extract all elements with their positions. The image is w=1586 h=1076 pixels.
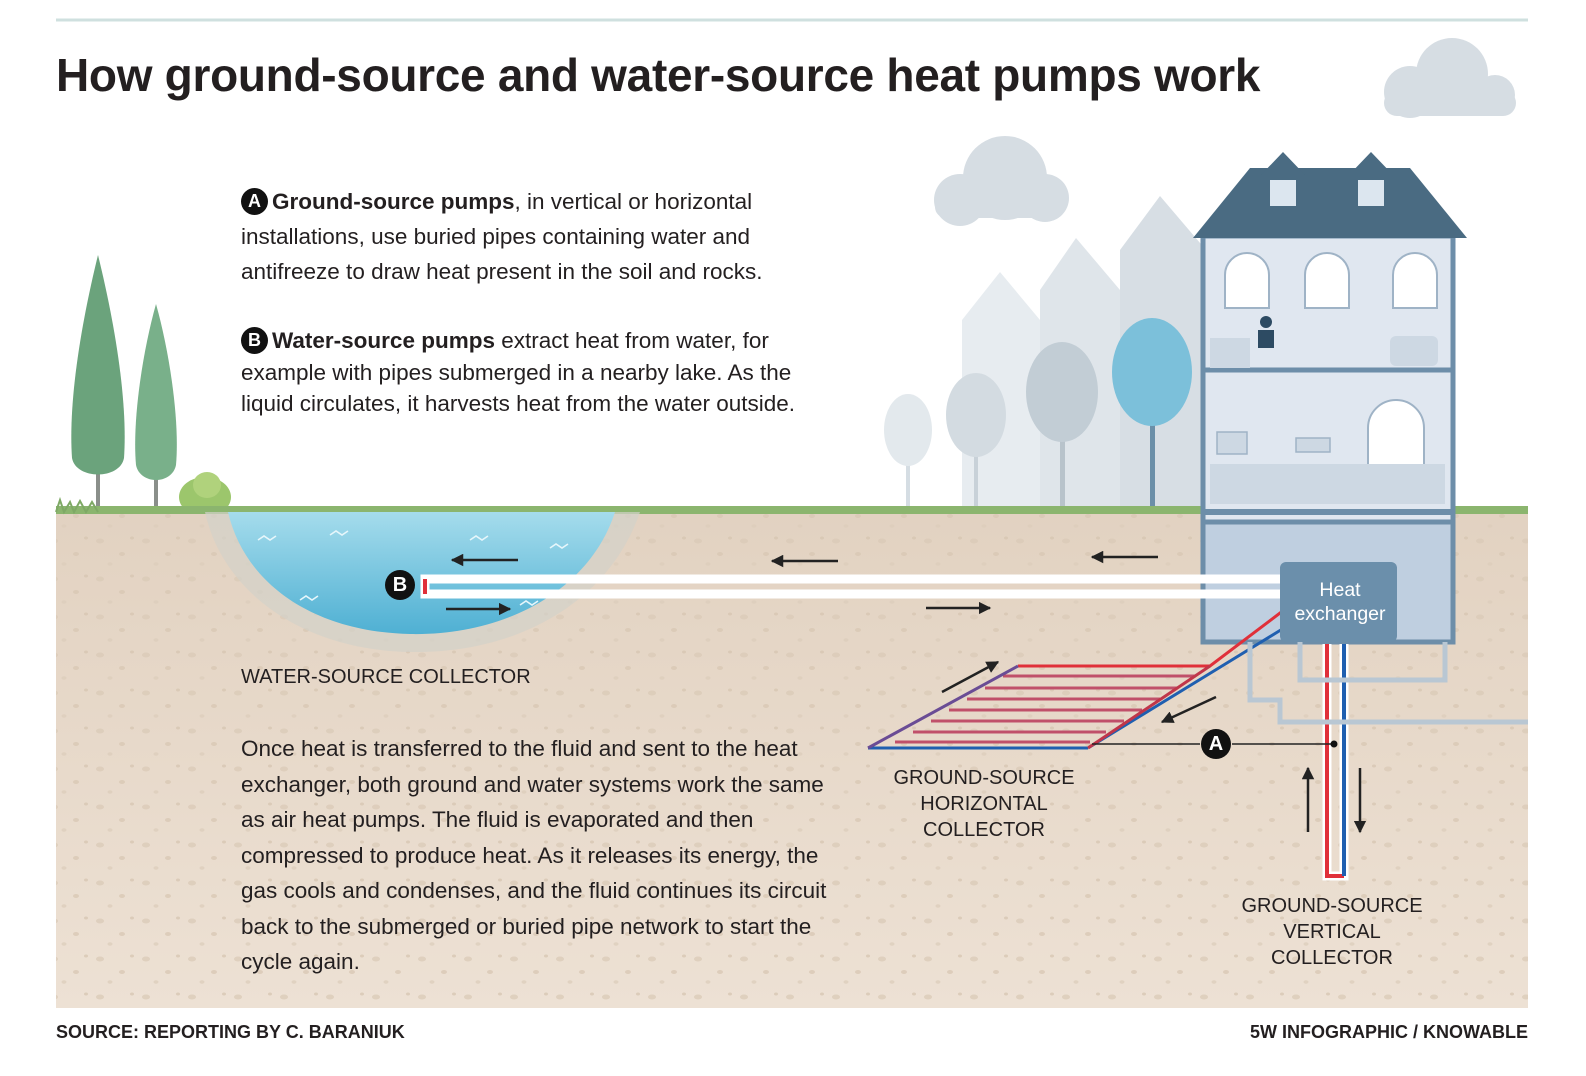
horizontal-label-line-1: GROUND-SOURCE bbox=[893, 767, 1075, 789]
badge-b: B bbox=[241, 327, 268, 354]
flow-arrows bbox=[446, 550, 1367, 834]
vertical-collector-label: GROUND-SOURCE VERTICAL COLLECTOR bbox=[1232, 893, 1432, 971]
marker-a-leader bbox=[1092, 740, 1338, 748]
water-collector-label: WATER-SOURCE COLLECTOR bbox=[241, 666, 531, 688]
intro-b-text: extract heat from water, for example wit… bbox=[241, 328, 796, 416]
horizontal-collector-label: GROUND-SOURCE HORIZONTAL COLLECTOR bbox=[884, 765, 1084, 843]
vertical-label-line-3: COLLECTOR bbox=[1271, 947, 1393, 969]
intro-a-bold: Ground-source pumps bbox=[272, 189, 515, 214]
badge-a: A bbox=[241, 188, 268, 215]
cloud-icon bbox=[1384, 38, 1516, 118]
horizontal-collector bbox=[867, 608, 1285, 750]
page-title: How ground-source and water-source heat … bbox=[56, 49, 1261, 101]
vertical-label-line-2: VERTICAL bbox=[1283, 921, 1381, 943]
intro-a-text: , in vertical or horizontal installation… bbox=[241, 189, 763, 284]
heat-exchanger-line-2: exchanger bbox=[1294, 603, 1386, 625]
cypress-trees bbox=[71, 255, 231, 517]
marker-a: A bbox=[1201, 729, 1231, 759]
marker-b: B bbox=[385, 570, 415, 600]
intro-b-bold: Water-source pumps bbox=[272, 328, 495, 353]
water-source-pipe bbox=[420, 574, 1284, 599]
horizontal-label-line-3: COLLECTOR bbox=[923, 819, 1045, 841]
heat-exchanger bbox=[1280, 562, 1397, 642]
house-plumbing bbox=[1247, 642, 1528, 725]
background-trees bbox=[884, 318, 1192, 510]
vertical-label-line-1: GROUND-SOURCE bbox=[1241, 895, 1423, 917]
explanation-text: Once heat is transferred to the fluid an… bbox=[241, 736, 827, 974]
cloud-icon bbox=[934, 136, 1069, 226]
graphic-credit: 5W INFOGRAPHIC / KNOWABLE bbox=[1250, 1022, 1528, 1042]
grass bbox=[55, 496, 1528, 515]
horizontal-label-line-2: HORIZONTAL bbox=[920, 793, 1048, 815]
heat-exchanger-line-1: Heat bbox=[1319, 579, 1361, 601]
heat-exchanger-label: Heat exchanger bbox=[1284, 578, 1396, 626]
source-credit: SOURCE: REPORTING BY C. BARANIUK bbox=[56, 1022, 405, 1042]
